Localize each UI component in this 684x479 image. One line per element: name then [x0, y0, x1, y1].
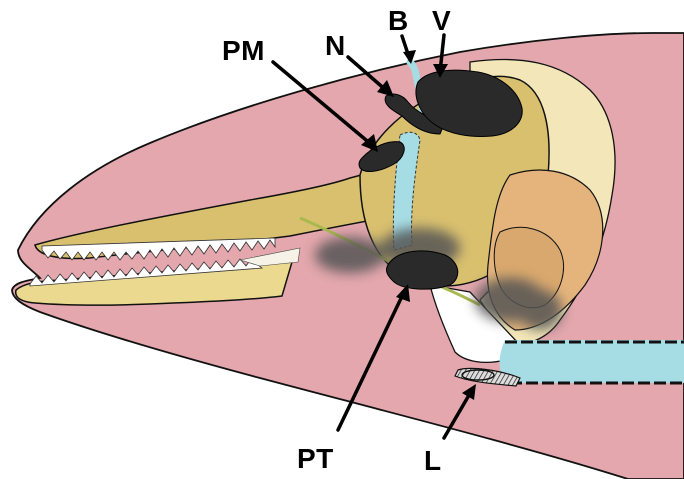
- label-l: L: [424, 445, 442, 476]
- label-n: N: [325, 30, 346, 61]
- label-pm: PM: [222, 35, 265, 66]
- label-b: B: [388, 5, 409, 36]
- label-pt: PT: [297, 443, 334, 474]
- pt-structure: [386, 251, 457, 289]
- esophagus-tube: [500, 340, 684, 383]
- label-v: V: [432, 5, 451, 36]
